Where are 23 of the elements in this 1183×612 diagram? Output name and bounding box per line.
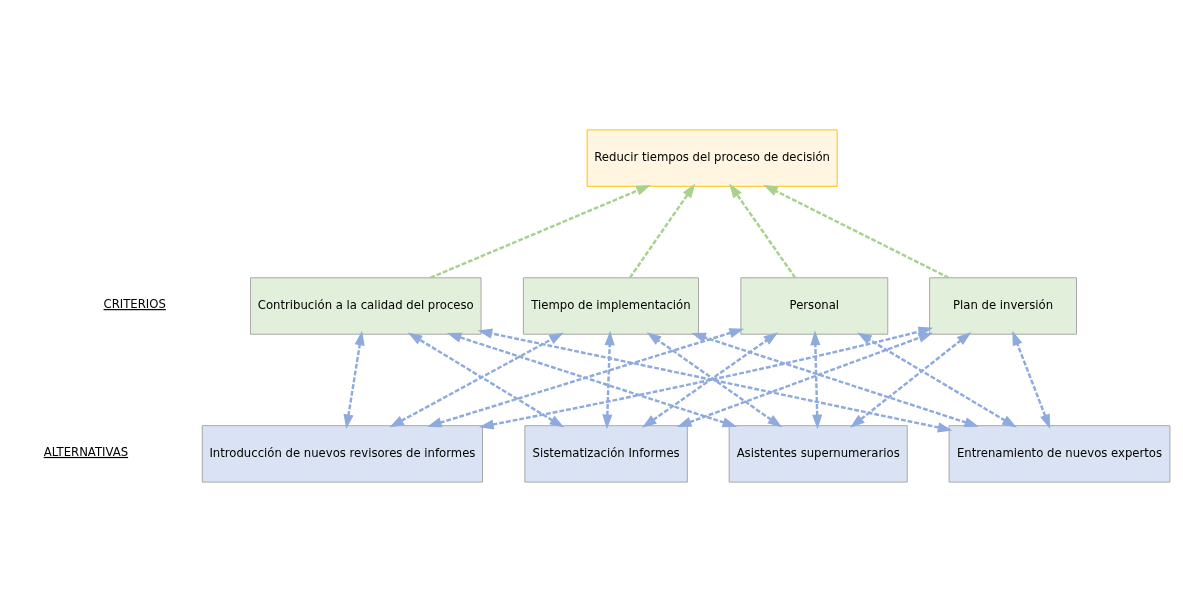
label: ALTERNATIVAS — [43, 444, 129, 459]
node-box: Sistematización Informes — [524, 425, 688, 483]
arrow — [629, 183, 696, 279]
node-box: Asistentes supernumerarios — [728, 425, 908, 483]
arrow — [691, 332, 980, 428]
node-box: Tiempo de implementación — [522, 277, 699, 335]
arrow — [1012, 330, 1051, 429]
node-box: Entrenamiento de nuevos expertos — [948, 425, 1171, 483]
arrow — [729, 183, 797, 279]
arrow — [676, 332, 934, 427]
node-box: Contribución a la calidad del proceso — [250, 277, 482, 335]
arrow — [343, 330, 365, 430]
node-box: Personal — [740, 277, 889, 335]
label: CRITERIOS — [103, 297, 166, 312]
arrow — [850, 332, 972, 428]
node-box: Plan de inversión — [929, 277, 1077, 335]
node-box: Introducción de nuevos revisores de informes — [201, 425, 483, 483]
node-box: Reducir tiempos del proceso de decisión — [586, 129, 838, 187]
arrow — [602, 330, 615, 430]
arrow — [810, 330, 823, 430]
arrow — [763, 184, 950, 279]
arrow — [430, 184, 651, 279]
arrow — [857, 332, 1017, 428]
